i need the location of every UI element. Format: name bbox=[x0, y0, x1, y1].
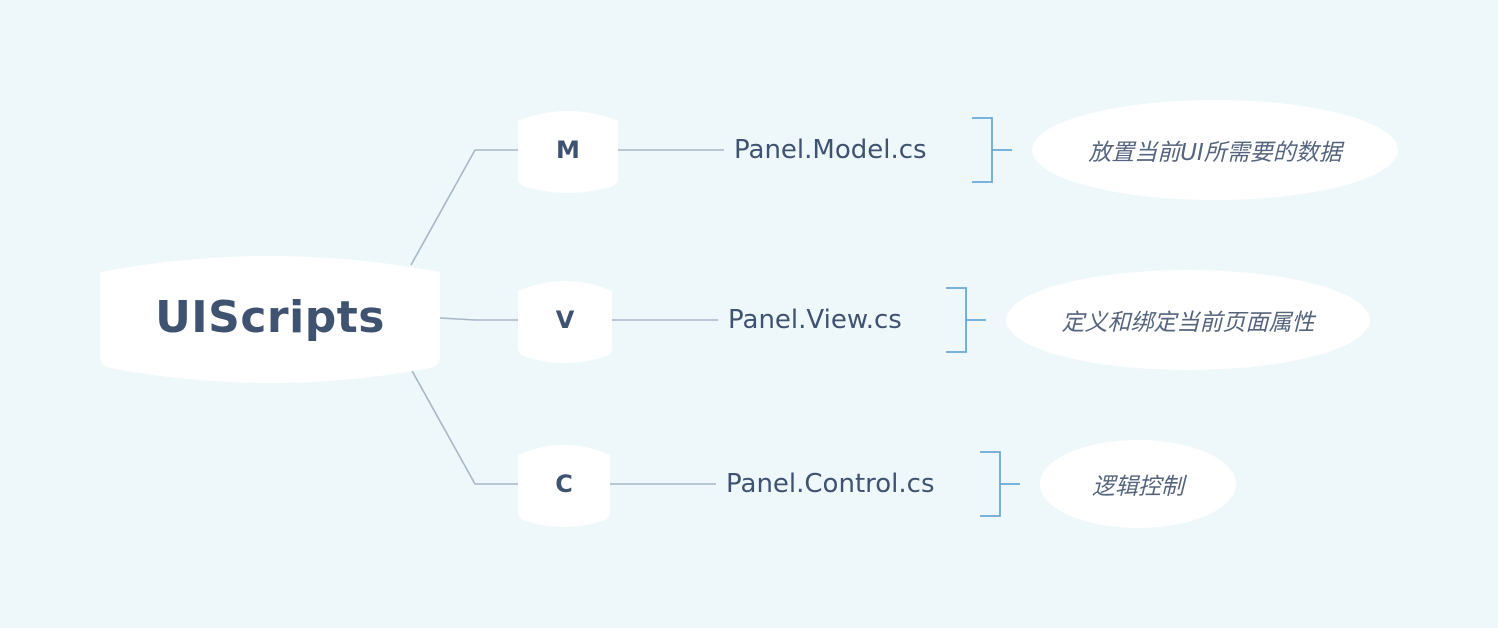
note-label-view: 定义和绑定当前页面属性 bbox=[1061, 310, 1315, 336]
branch-node-v-shape bbox=[518, 281, 612, 363]
note-control[interactable]: 逻辑控制 bbox=[1040, 440, 1236, 528]
branch-node-v[interactable]: V bbox=[518, 277, 612, 363]
branch-node-c[interactable]: C bbox=[518, 441, 610, 527]
file-label-model[interactable]: Panel.Model.cs bbox=[734, 135, 927, 165]
file-label-view[interactable]: Panel.View.cs bbox=[728, 305, 902, 335]
root-node-shape bbox=[100, 256, 440, 383]
branch-node-m[interactable]: M bbox=[518, 107, 618, 193]
branch-label-c: C bbox=[555, 470, 573, 498]
root-label: UIScripts bbox=[155, 291, 385, 343]
file-label-control[interactable]: Panel.Control.cs bbox=[726, 469, 935, 499]
note-model[interactable]: 放置当前UI所需要的数据 bbox=[1032, 100, 1398, 200]
branch-label-m: M bbox=[556, 136, 580, 164]
bracket-c bbox=[980, 451, 1020, 517]
note-label-control: 逻辑控制 bbox=[1092, 474, 1184, 500]
connector-root-c bbox=[410, 368, 518, 485]
bracket-v bbox=[946, 287, 986, 353]
note-view[interactable]: 定义和绑定当前页面属性 bbox=[1006, 270, 1370, 370]
connector-root-m bbox=[410, 149, 518, 266]
note-label-model: 放置当前UI所需要的数据 bbox=[1088, 140, 1342, 166]
connector-root-v bbox=[439, 317, 518, 321]
branch-node-c-shape bbox=[518, 445, 610, 527]
bracket-m bbox=[972, 117, 1012, 183]
branch-label-v: V bbox=[555, 306, 575, 334]
branch-node-m-shape bbox=[518, 111, 618, 193]
root-node[interactable]: UIScripts bbox=[100, 248, 440, 386]
